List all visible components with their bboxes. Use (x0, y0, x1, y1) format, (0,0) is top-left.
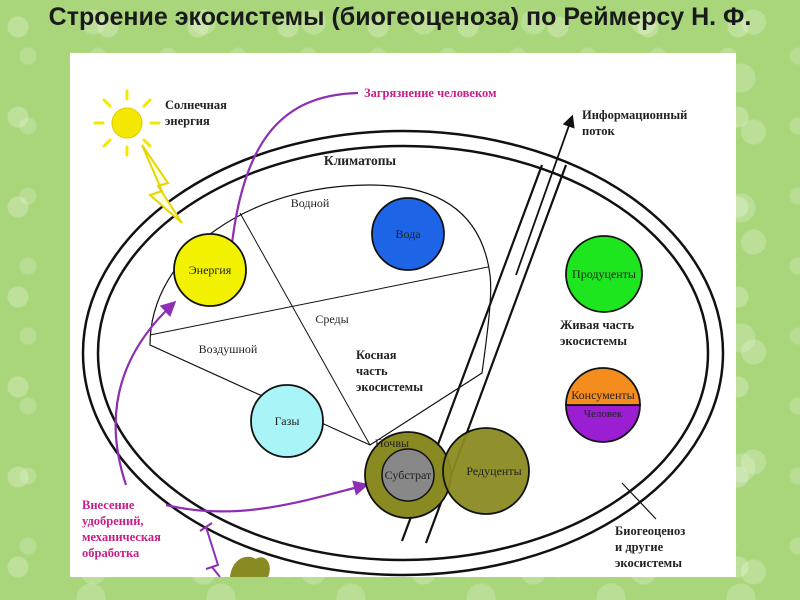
air-env-label: Воздушной (199, 342, 258, 356)
producers-node (565, 235, 643, 313)
pollution-arrow (223, 91, 359, 267)
environments-label: Среды (315, 312, 348, 326)
consumers-node (565, 367, 641, 406)
information-flow-line1: Информационный (582, 108, 687, 122)
gases-label: Газы (275, 414, 300, 428)
biogeocenosis-line2: и другие (615, 540, 664, 554)
abiotic-line1: Косная (356, 348, 397, 362)
energy-node (173, 233, 247, 307)
solar-energy-line2: энергия (165, 114, 210, 128)
climatopes-label: Климатопы (324, 153, 397, 168)
biogeocenosis-pointer (621, 482, 657, 520)
substrate-label: Субстрат (385, 468, 432, 482)
biogeocenosis-line1: Биогеоценоз (615, 524, 685, 538)
information-flow-arrow (515, 114, 575, 276)
inner-ellipse (96, 144, 710, 562)
fertilizer-arrow-soil (165, 480, 369, 513)
sun-icon (93, 89, 161, 157)
living-part-line2: экосистемы (560, 334, 627, 348)
ecosystem-diagram: Энергия Вода Газы Почвы Субстрат Редуцен… (81, 86, 725, 577)
outer-ellipse (81, 129, 725, 577)
human-node (565, 404, 641, 443)
slide-title: Строение экосистемы (биогеоценоза) по Ре… (48, 3, 752, 31)
soils-label: Почвы (375, 436, 409, 450)
divider-horizontal (149, 266, 489, 336)
water-node (371, 197, 445, 271)
reducers-label: Редуценты (466, 464, 521, 478)
reducers-node (442, 427, 530, 515)
lightning-icon (141, 144, 183, 224)
biogeocenosis-line3: экосистемы (615, 556, 682, 570)
fertilizers-line4: обработка (82, 546, 140, 560)
water-label: Вода (395, 227, 421, 241)
gases-node (250, 384, 324, 458)
plant-icon (230, 556, 270, 577)
pollution-label: Загрязнение человеком (364, 86, 497, 100)
fertilizers-line2: удобрений, (82, 514, 144, 528)
fertilizers-line3: механическая (82, 530, 161, 544)
abiotic-line3: экосистемы (356, 380, 423, 394)
producers-label: Продуценты (572, 267, 636, 281)
abiotic-line2: часть (356, 364, 388, 378)
solar-energy-line1: Солнечная (165, 98, 227, 112)
substrate-node (381, 448, 435, 502)
information-flow-line2: поток (582, 124, 616, 138)
human-label: Человек (584, 408, 623, 420)
divider-vertical (239, 212, 371, 446)
water-env-label: Водной (291, 196, 330, 210)
fertilizer-arrow-energy (114, 300, 177, 486)
consumers-label: Консументы (571, 388, 635, 402)
bracket-mark (199, 522, 221, 577)
diagram-panel: Энергия Вода Газы Почвы Субстрат Редуцен… (70, 53, 736, 577)
energy-label: Энергия (189, 263, 232, 277)
living-part-line1: Живая часть (560, 318, 634, 332)
fertilizers-line1: Внесение (82, 498, 135, 512)
